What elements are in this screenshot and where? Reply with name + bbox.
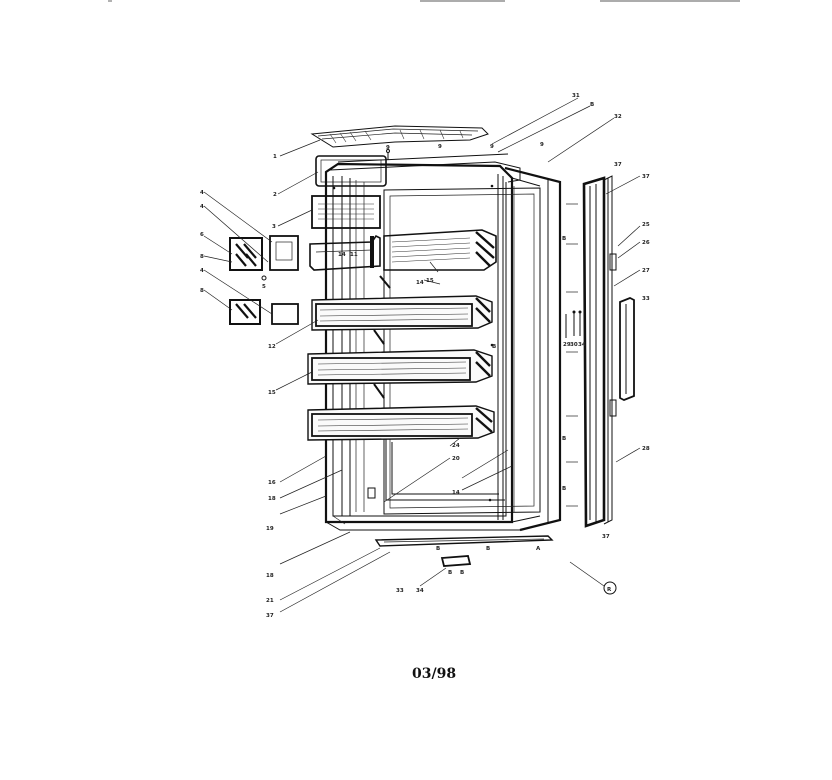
callout-c34b: 34 [416, 588, 424, 594]
door-liner [324, 153, 562, 532]
callout-c18a: 18 [268, 496, 276, 502]
callout-cB7: B [562, 236, 566, 242]
shelf-supports [373, 275, 391, 399]
callout-c19: 19 [266, 526, 274, 532]
door-outer-panel [603, 175, 617, 525]
callout-c32: 32 [614, 114, 622, 120]
callout-c2: 2 [273, 192, 277, 198]
callout-cA: A [536, 546, 541, 552]
dairy-door [315, 155, 387, 187]
callout-c9d: 9 [540, 142, 544, 148]
callout-c15a: 15 [426, 278, 434, 284]
callout-c4a: 4 [200, 190, 204, 196]
callout-c14b: 14 [416, 280, 424, 286]
top-hinge-screw [386, 149, 390, 160]
door-shelf-3 [307, 405, 495, 441]
r-symbol [603, 581, 617, 595]
bottom-trim [374, 535, 554, 547]
callout-c1: 1 [273, 154, 277, 160]
callout-c31: 31 [572, 93, 580, 99]
callout-c4c: 4 [200, 268, 204, 274]
callout-c27: 27 [642, 268, 650, 274]
callout-c9c: 9 [490, 144, 494, 150]
callout-c18b: 18 [266, 573, 274, 579]
callout-c37d: 37 [266, 613, 274, 619]
callout-c37c: 37 [602, 534, 610, 540]
date-code: 03/98 [412, 666, 456, 682]
callout-cB9: B [562, 486, 566, 492]
callout-cB2: B [436, 546, 440, 552]
callout-c15b: 15 [268, 390, 276, 396]
callout-cB4: B [448, 570, 452, 576]
callout-c3: 3 [272, 224, 276, 230]
lower-hinge-cap [440, 555, 472, 567]
alignment-dashes [566, 203, 578, 507]
callout-c30: 30 [570, 342, 578, 348]
callout-cB8: B [562, 436, 566, 442]
callout-c8b: 8 [200, 288, 204, 294]
callout-c26: 26 [642, 240, 650, 246]
callout-c11: 11 [350, 252, 358, 258]
small-door-bin [309, 234, 381, 271]
hinge-screws [565, 310, 582, 338]
callout-c21: 21 [266, 598, 274, 604]
callout-c16: 16 [268, 480, 276, 486]
callout-c6: 6 [200, 232, 204, 238]
door-handle [619, 297, 635, 401]
callout-c37b: 37 [642, 174, 650, 180]
callout-c33a: 33 [642, 296, 650, 302]
callout-cB3: B [486, 546, 490, 552]
callout-c9b: 9 [438, 144, 442, 150]
butter-compartment [311, 195, 381, 229]
callout-c20: 20 [452, 456, 460, 462]
callout-cB6: B [492, 344, 496, 350]
door-shelf-2 [307, 349, 493, 385]
door-shelf-1 [311, 295, 493, 331]
callout-cB5: B [460, 570, 464, 576]
callout-c14c: 14 [452, 490, 460, 496]
callout-c8a: 8 [200, 254, 204, 260]
callout-c28: 28 [642, 446, 650, 452]
callout-c29: 29 [563, 342, 571, 348]
callout-c5: 5 [262, 284, 266, 290]
upper-door-bin [383, 229, 497, 271]
callout-c25: 25 [642, 222, 650, 228]
door-gasket [582, 176, 606, 528]
bin-end-caps [229, 237, 263, 325]
callout-c37a: 37 [614, 162, 622, 168]
callout-cR: R [607, 587, 612, 593]
callout-c9a: 9 [386, 145, 390, 151]
callout-c34a: 34 [578, 342, 586, 348]
callout-cB1: B [590, 102, 594, 108]
top-cover [310, 125, 489, 148]
callout-c24: 24 [452, 443, 460, 449]
callout-c33b: 33 [396, 588, 404, 594]
callout-c14a: 14 [338, 252, 346, 258]
callout-c4b: 4 [200, 204, 204, 210]
callout-c12: 12 [268, 344, 276, 350]
door-stop-plates [261, 235, 299, 325]
leader-lines [203, 97, 641, 613]
